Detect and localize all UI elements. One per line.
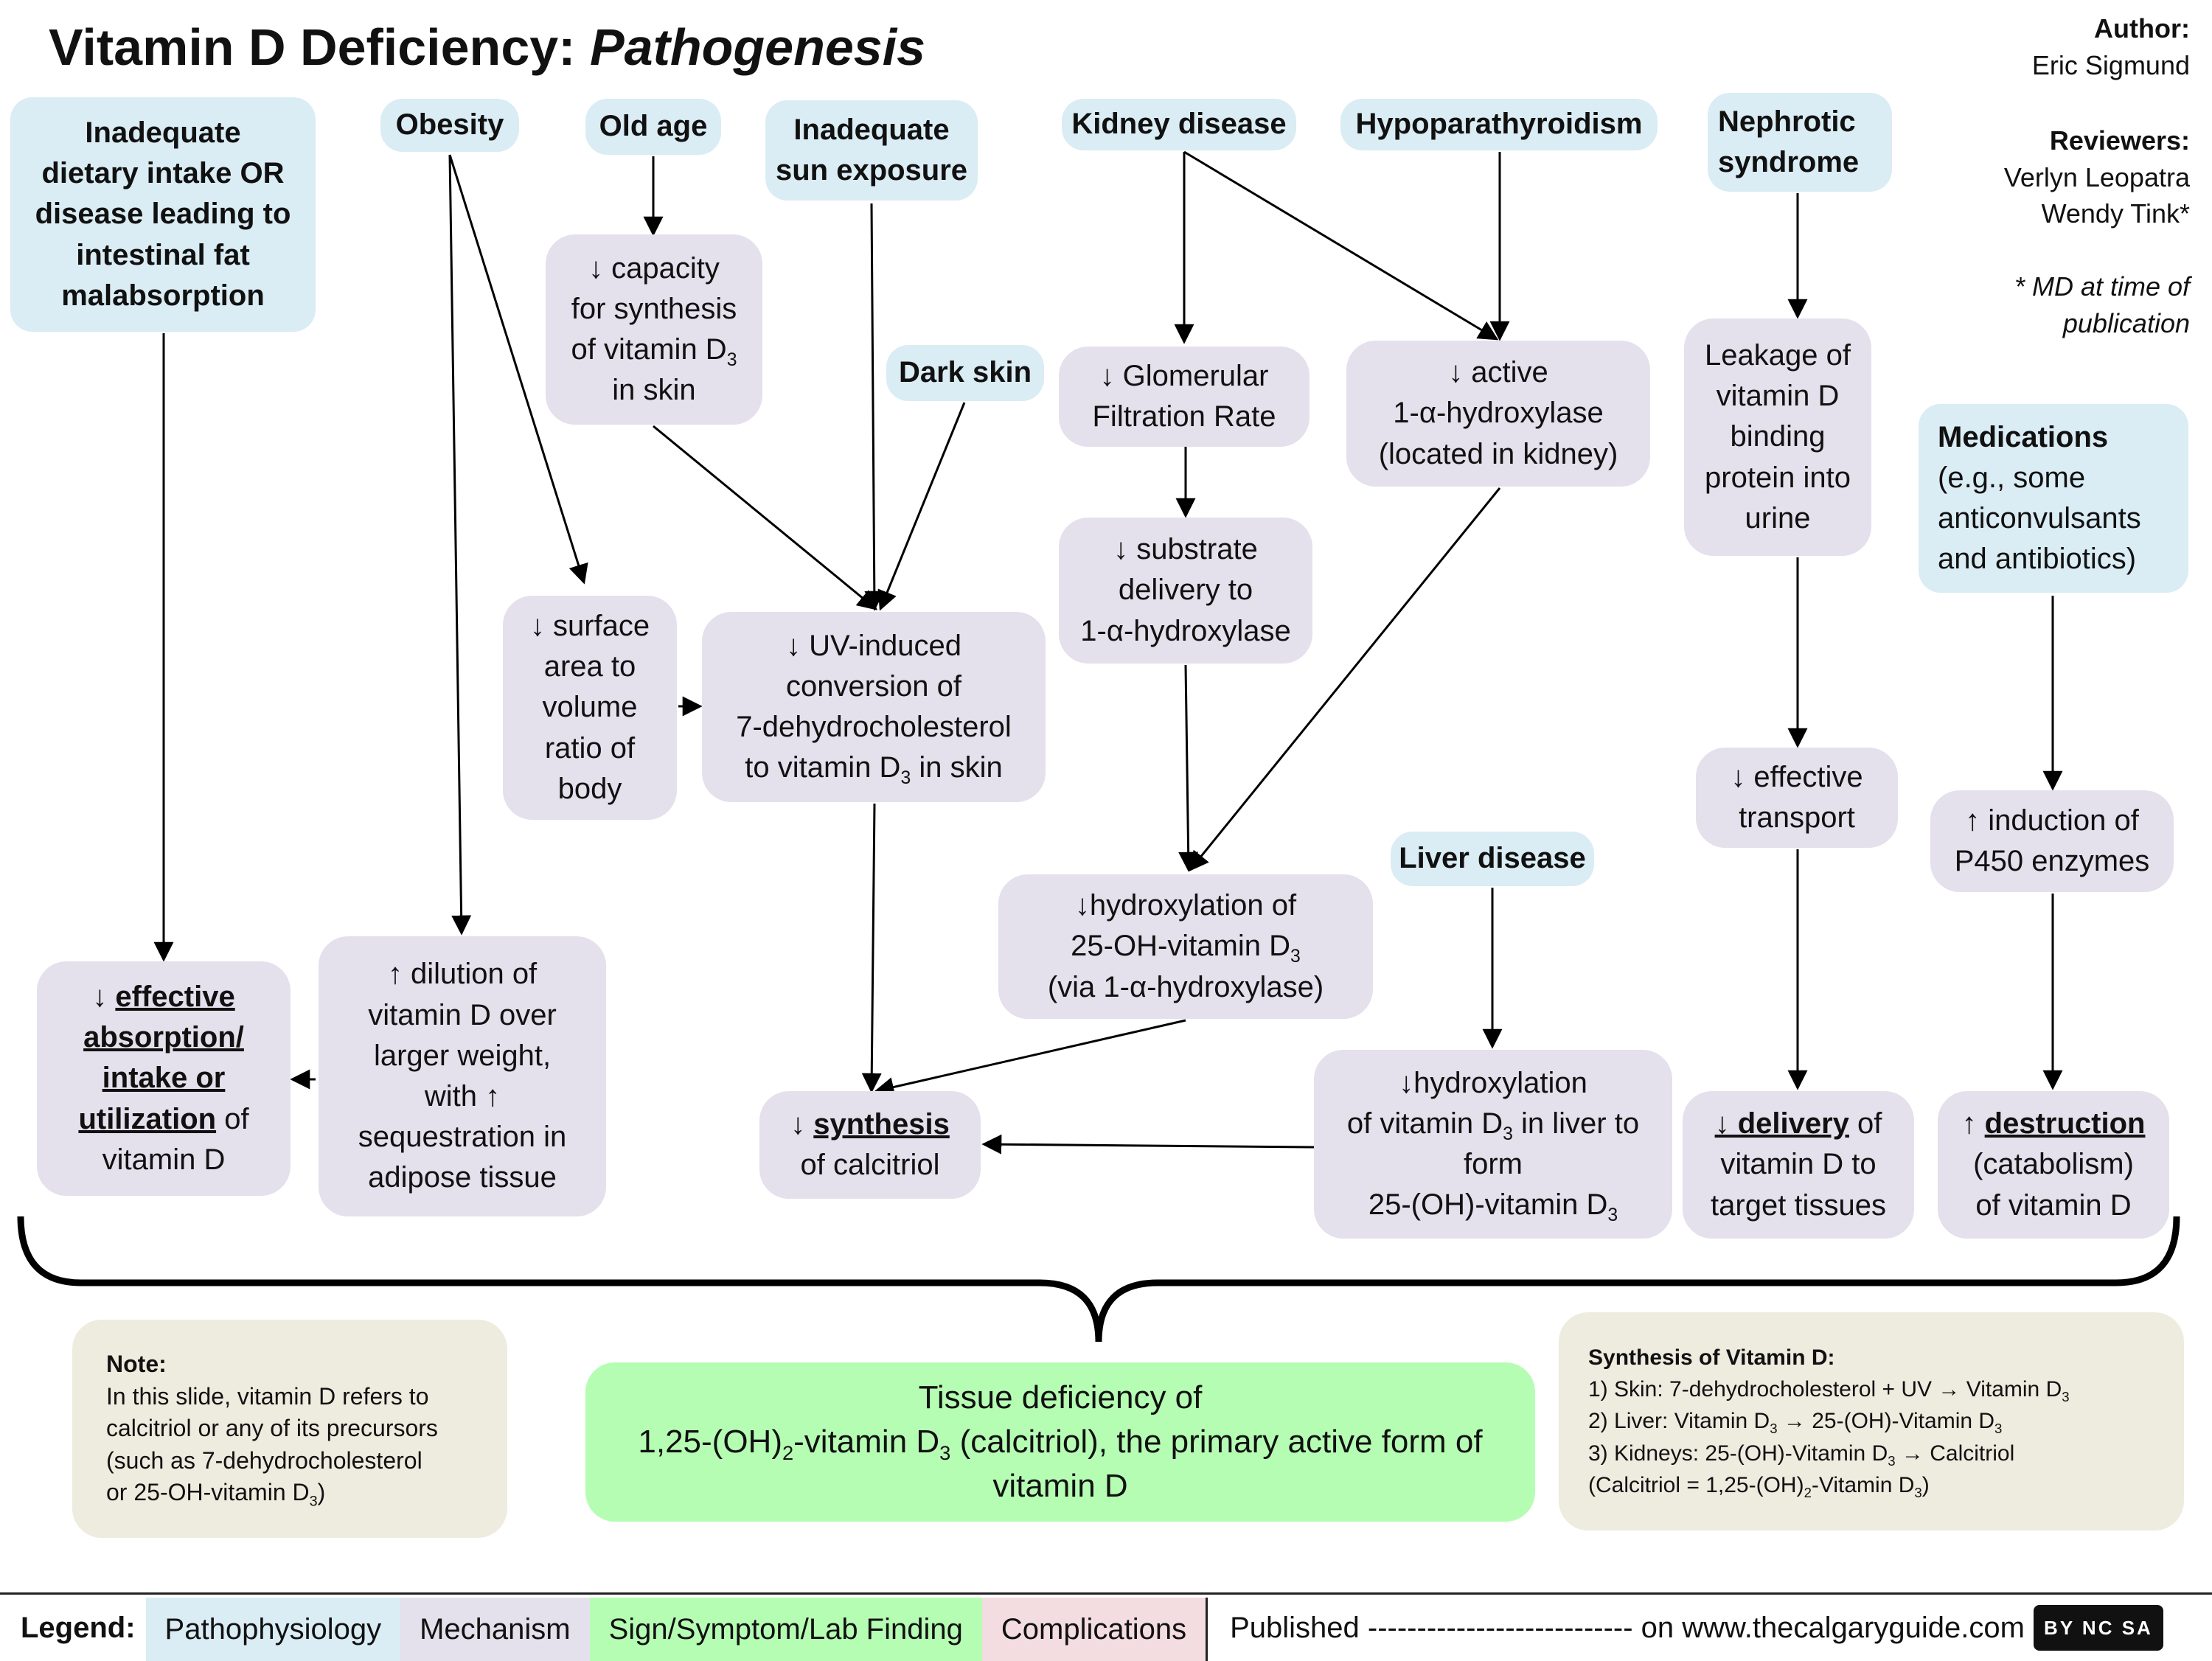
arrow-kidney-hydroxylase — [1183, 150, 1499, 341]
node-hydroxylation-liver: ↓hydroxylation of vitamin D3 in liver to… — [1314, 1050, 1672, 1239]
license-badge: BY NC SA — [2033, 1605, 2163, 1651]
legend-label: Legend: — [21, 1611, 136, 1644]
bracket — [17, 1216, 2180, 1343]
node-hypoparathyroidism: Hypoparathyroidism — [1340, 99, 1658, 150]
arrow-uv-synthesis — [861, 803, 882, 1093]
arrow-obesity-dilution — [448, 154, 472, 936]
arrow-sun-uv — [864, 203, 885, 611]
legend-complications: Complications — [981, 1598, 1208, 1661]
node-p450: ↑ induction of P450 enzymes — [1930, 790, 2174, 892]
outcome-box: Tissue deficiency of 1,25-(OH)2-vitamin … — [585, 1362, 1535, 1522]
node-substrate: ↓ substrate delivery to 1-α-hydroxylase — [1059, 518, 1312, 664]
node-destruction: ↑ destruction (catabolism) of vitamin D — [1938, 1091, 2169, 1239]
node-synthesis-calcitriol: ↓ synthesis of calcitriol — [759, 1091, 981, 1199]
node-capacity: ↓ capacity for synthesis of vitamin D3 i… — [546, 234, 762, 425]
page-title: Vitamin D Deficiency: Pathogenesis — [49, 18, 926, 76]
arrow-darkskin-uv — [877, 402, 966, 611]
node-surface-area: ↓ surface area to volume ratio of body — [503, 596, 677, 820]
node-nephrotic-syndrome: Nephrotic syndrome — [1708, 93, 1892, 192]
node-dark-skin: Dark skin — [886, 345, 1044, 401]
node-dilution: ↑ dilution of vitamin D over larger weig… — [319, 936, 606, 1216]
arrow-liverhydroxylation-synthesis — [981, 1134, 1315, 1155]
node-old-age: Old age — [585, 99, 721, 155]
legend-sign-symptom: Sign/Symptom/Lab Finding — [589, 1598, 982, 1661]
node-active-hydroxylase: ↓ active 1-α-hydroxylase (located in kid… — [1346, 341, 1650, 487]
arrow-hydroxylase-hydroxylation — [1189, 487, 1501, 872]
legend-pathophysiology: Pathophysiology — [145, 1598, 401, 1661]
arrow-obesity-surface — [448, 154, 588, 585]
node-kidney-disease: Kidney disease — [1062, 99, 1296, 150]
node-uv-conversion: ↓ UV-induced conversion of 7-dehydrochol… — [702, 612, 1046, 802]
node-medications: Medications (e.g., some anticonvulsants … — [1919, 404, 2188, 593]
legend-mechanism: Mechanism — [400, 1598, 590, 1661]
node-malabsorption: Inadequate dietary intake OR disease lea… — [10, 97, 316, 332]
reviewers-credit: Reviewers: Verlyn Leopatra Wendy Tink* — [2003, 125, 2190, 229]
node-hydroxylation-25: ↓hydroxylation of 25-OH-vitamin D3 (via … — [998, 874, 1373, 1019]
node-leakage: Leakage of vitamin D binding protein int… — [1684, 318, 1871, 556]
legend: Legend: Pathophysiology Mechanism Sign/S… — [0, 1592, 2212, 1661]
arrow-capacity-uv — [653, 425, 878, 610]
node-effective-absorption: ↓ effective absorption/ intake or utiliz… — [37, 961, 291, 1196]
node-liver-disease: Liver disease — [1391, 832, 1594, 886]
published-text: Published --------------------------- on… — [1230, 1611, 2025, 1644]
node-effective-transport: ↓ effective transport — [1696, 748, 1898, 848]
arrow-substrate-hydroxylation — [1178, 664, 1199, 872]
synthesis-info-box: Synthesis of Vitamin D: 1) Skin: 7-dehyd… — [1559, 1312, 2184, 1531]
node-gfr: ↓ Glomerular Filtration Rate — [1059, 347, 1310, 447]
footnote: * MD at time of publication — [2014, 271, 2190, 338]
node-obesity: Obesity — [380, 99, 519, 152]
note-box: Note: In this slide, vitamin D refers to… — [72, 1320, 507, 1538]
author-credit: Author: Eric Sigmund — [2031, 13, 2190, 80]
node-inadequate-sun: Inadequate sun exposure — [765, 100, 978, 201]
node-delivery: ↓ delivery of vitamin D to target tissue… — [1683, 1091, 1914, 1239]
arrow-hydroxylation-synthesis — [874, 1019, 1186, 1097]
